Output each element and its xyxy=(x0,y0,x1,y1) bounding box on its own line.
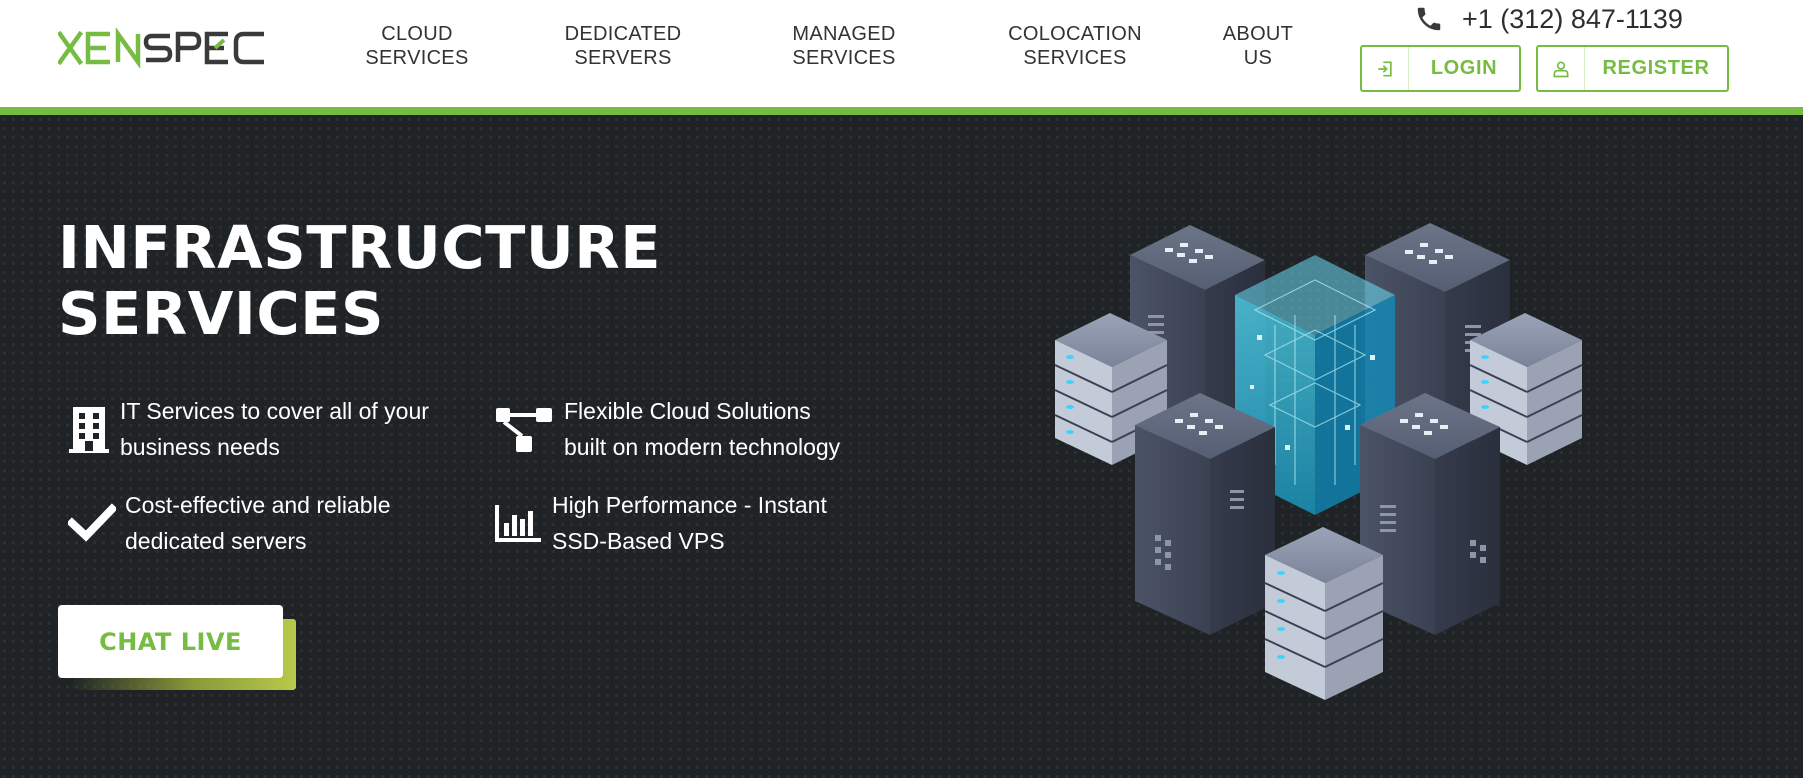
nav-managed-services[interactable]: MANAGED SERVICES xyxy=(785,22,903,70)
hero-title-line1: INFRASTRUCTURE xyxy=(58,213,661,282)
bar-chart-icon xyxy=(484,487,552,559)
hero-section: INFRASTRUCTURE SERVICES IT Services to c… xyxy=(0,115,1803,778)
chat-live-wrapper: CHAT LIVE xyxy=(58,605,296,690)
site-header: CLOUD SERVICES DEDICATED SERVERS MANAGED… xyxy=(0,0,1803,107)
checkmark-icon xyxy=(58,487,125,559)
logo[interactable] xyxy=(58,28,272,68)
nav-dedicated-servers[interactable]: DEDICATED SERVERS xyxy=(558,22,688,70)
feature-text-line2: SSD-Based VPS xyxy=(552,528,725,554)
nav-label-line1: MANAGED xyxy=(792,23,896,45)
nav-about-us[interactable]: ABOUT US xyxy=(1218,22,1298,70)
hero-title: INFRASTRUCTURE SERVICES xyxy=(58,215,661,347)
nav-cloud-services[interactable]: CLOUD SERVICES xyxy=(362,22,472,70)
server-rack-illustration xyxy=(1045,215,1595,783)
feature-text-line2: dedicated servers xyxy=(125,528,307,554)
building-icon xyxy=(58,393,120,465)
nav-label-line2: SERVICES xyxy=(792,47,896,69)
chat-live-button[interactable]: CHAT LIVE xyxy=(58,605,283,678)
sign-in-icon xyxy=(1362,47,1409,90)
feature-dedicated-servers: Cost-effective and reliable dedicated se… xyxy=(58,487,391,559)
nav-label-line1: CLOUD xyxy=(381,23,453,45)
nav-label-line1: ABOUT xyxy=(1222,23,1294,45)
header-accent-bar xyxy=(0,107,1803,115)
nav-label-line1: COLOCATION xyxy=(1008,23,1142,45)
phone-icon xyxy=(1417,7,1441,31)
nav-label-line2: SERVICES xyxy=(365,47,469,69)
nav-colocation-services[interactable]: COLOCATION SERVICES xyxy=(1003,22,1147,70)
nav-label-line2: SERVERS xyxy=(574,47,672,69)
hero-title-line2: SERVICES xyxy=(58,279,384,348)
network-nodes-icon xyxy=(484,393,564,465)
phone-number: +1 (312) 847-1139 xyxy=(1462,3,1683,34)
feature-cloud-solutions: Flexible Cloud Solutions built on modern… xyxy=(484,393,840,465)
login-label: LOGIN xyxy=(1430,57,1498,79)
feature-text-line1: Cost-effective and reliable xyxy=(125,492,391,518)
xenspec-logo-icon xyxy=(58,28,264,68)
phone-link[interactable]: +1 (312) 847-1139 xyxy=(1414,2,1683,36)
login-button[interactable]: LOGIN xyxy=(1360,45,1521,92)
feature-text-line1: High Performance - Instant xyxy=(552,492,827,518)
user-icon xyxy=(1538,47,1585,90)
feature-text-line1: Flexible Cloud Solutions xyxy=(564,398,811,424)
nav-label-line2: US xyxy=(1243,47,1273,69)
feature-text-line2: business needs xyxy=(120,434,280,460)
feature-text-line2: built on modern technology xyxy=(564,434,841,460)
nav-label-line1: DEDICATED xyxy=(564,23,682,45)
server-racks-icon xyxy=(1054,223,1583,700)
register-button[interactable]: REGISTER xyxy=(1536,45,1729,92)
feature-text-line1: IT Services to cover all of your xyxy=(120,398,429,424)
page-bottom-edge xyxy=(0,778,1803,783)
nav-label-line2: SERVICES xyxy=(1023,47,1127,69)
main-nav: CLOUD SERVICES DEDICATED SERVERS MANAGED… xyxy=(0,22,1803,72)
feature-it-services: IT Services to cover all of your busines… xyxy=(58,393,429,465)
feature-high-performance: High Performance - Instant SSD-Based VPS xyxy=(484,487,827,559)
register-label: REGISTER xyxy=(1602,57,1710,79)
